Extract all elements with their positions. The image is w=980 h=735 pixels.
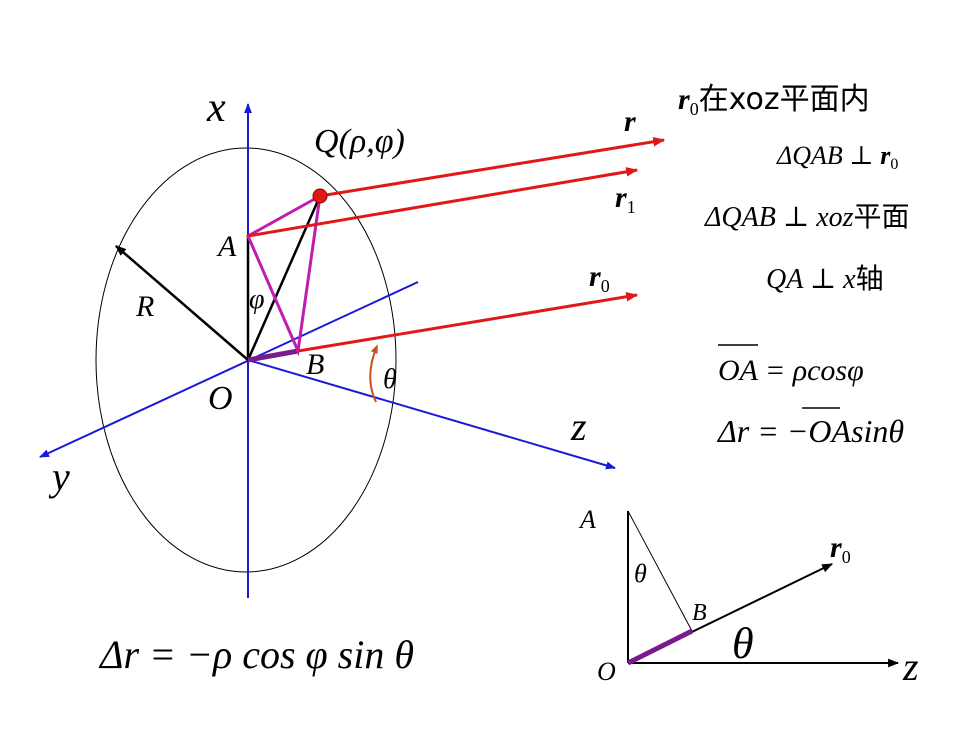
inset-r0-label: r0 [830, 531, 851, 567]
note-r0-in-xoz-plane: r0在xoz平面内 [678, 82, 870, 119]
bottom-formula: Δr = −ρ cos φ sin θ [98, 632, 414, 677]
vector-r1-label: r1 [615, 181, 636, 217]
inset-o-label: O [597, 657, 616, 686]
line-oq [246, 195, 322, 361]
inset-theta-small-label: θ [634, 559, 647, 588]
radius-arrow [115, 245, 249, 361]
y-axis [39, 281, 419, 458]
point-q-dot [312, 188, 328, 204]
vector-r-label: r [624, 105, 636, 138]
note-qab-perp-r0: ΔQAB ⊥ r0 [776, 141, 898, 173]
sphere-outline [95, 147, 397, 573]
origin-label: O [208, 380, 233, 417]
point-q-label: Q(ρ,φ) [314, 123, 405, 160]
inset-segment-ob [626, 628, 694, 666]
note-qab-perp-xoz: ΔQAB ⊥ xoz平面 [704, 200, 910, 233]
inset-line-ab [627, 510, 693, 632]
y-axis-label: y [48, 454, 70, 499]
point-a-label: A [216, 230, 237, 263]
inset-z-label: z [902, 644, 919, 689]
inset-theta-large-label: θ [732, 619, 754, 668]
angle-phi-label: φ [249, 284, 265, 315]
theta-arc [369, 344, 378, 403]
vector-r0-label: r0 [589, 260, 610, 296]
inset-a-label: A [578, 505, 596, 534]
note-delta-r-oa-sin-theta: Δr = −OAsinθ [716, 413, 904, 449]
note-oa-rho-cos-phi: OA = ρcosφ [718, 354, 864, 387]
inset-b-label: B [692, 600, 707, 626]
segment-ob [247, 348, 299, 363]
z-axis-label: z [570, 404, 587, 449]
vector-r0-arrow [297, 292, 639, 353]
radius-label: R [135, 290, 154, 323]
z-axis [247, 359, 616, 470]
vector-r1-arrow [247, 167, 639, 238]
x-axis-label: x [206, 85, 226, 131]
note-qa-perp-x-axis: QA ⊥ x轴 [766, 262, 884, 295]
angle-theta-label: θ [383, 364, 397, 395]
triangle-qab [246, 193, 322, 357]
vector-r-arrow [319, 136, 666, 198]
point-b-label: B [306, 348, 324, 381]
